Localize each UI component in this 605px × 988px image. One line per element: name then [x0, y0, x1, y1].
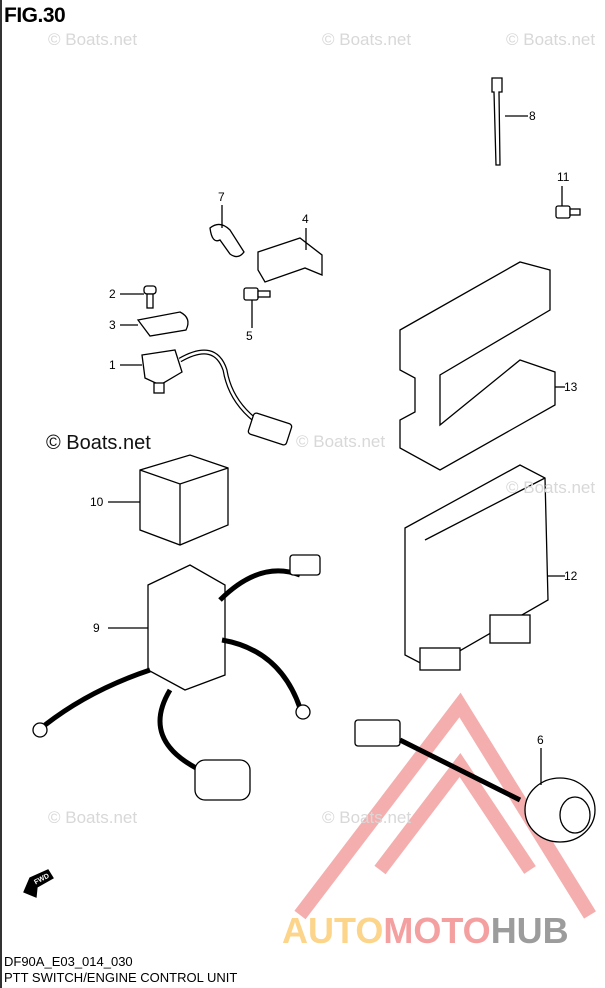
watermark: © Boats.net — [296, 432, 386, 451]
logo: AUTOMOTOHUB — [282, 910, 569, 951]
cable-tie-part — [491, 77, 528, 166]
watermark: © Boats.net — [322, 30, 412, 49]
screw-part — [120, 285, 157, 309]
bolt-part-5 — [243, 287, 271, 328]
watermark: © Boats.net — [506, 30, 596, 49]
callout-7: 7 — [218, 190, 225, 204]
diagram-code: DF90A_E03_014_030 — [4, 954, 133, 969]
clip-part — [209, 205, 245, 258]
plate-part — [120, 311, 189, 337]
bracket-part — [257, 228, 323, 283]
callout-3: 3 — [109, 318, 116, 332]
watermark: © Boats.net — [48, 30, 138, 49]
callout-6: 6 — [537, 733, 544, 747]
ptt-sensor-part — [120, 349, 293, 446]
wire-harness-part — [32, 554, 321, 801]
ecu-part — [404, 464, 565, 671]
callout-12: 12 — [564, 569, 578, 583]
diagram-title: PTT SWITCH/ENGINE CONTROL UNIT — [4, 970, 238, 985]
callout-5: 5 — [246, 329, 253, 343]
watermark: © Boats.net — [48, 808, 138, 827]
rubber-boot-part — [108, 454, 229, 546]
left-border — [0, 0, 2, 988]
watermark-dark: © Boats.net — [46, 432, 151, 454]
figure-label: FIG.30 — [4, 4, 66, 27]
callout-1: 1 — [109, 358, 116, 372]
callout-10: 10 — [90, 495, 104, 509]
callout-11: 11 — [557, 170, 570, 184]
ecu-cover-part — [399, 261, 565, 471]
bolt-part-11 — [555, 186, 581, 219]
watermark: © Boats.net — [322, 808, 412, 827]
callout-8: 8 — [529, 109, 536, 123]
callout-9: 9 — [93, 621, 100, 635]
callout-13: 13 — [564, 380, 578, 394]
callout-2: 2 — [109, 287, 116, 301]
logo-triangle — [294, 692, 596, 920]
callout-4: 4 — [302, 212, 309, 226]
watermark: © Boats.net — [506, 478, 596, 497]
fwd-arrow-icon — [23, 869, 54, 898]
switch-part — [354, 719, 596, 843]
